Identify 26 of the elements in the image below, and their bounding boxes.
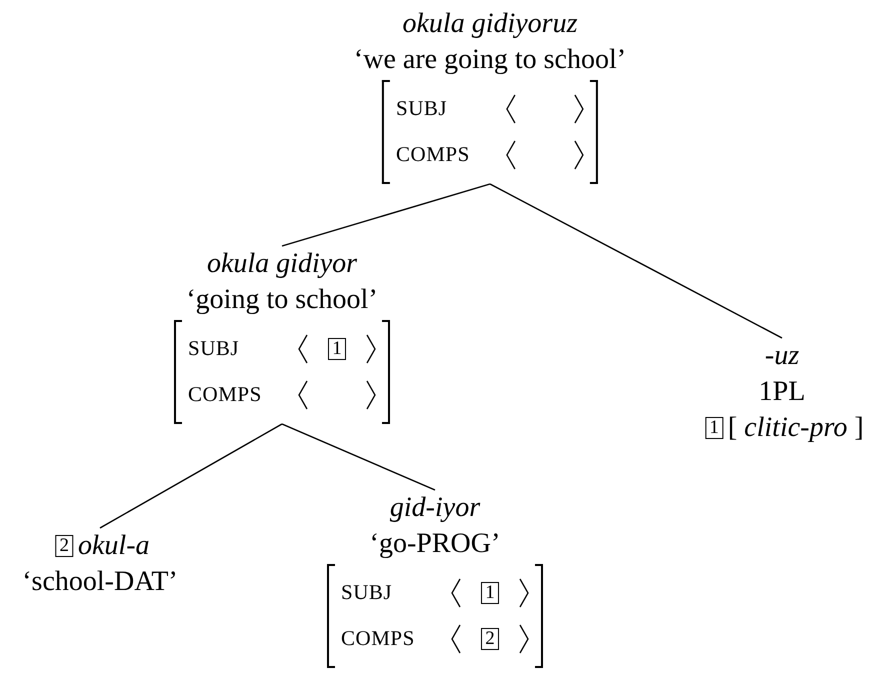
tree-branch bbox=[282, 423, 436, 491]
feature-name: COMPS bbox=[396, 141, 471, 168]
gloss-text: ‘go-PROG’ bbox=[370, 527, 500, 561]
boxed-tag: 1 bbox=[705, 417, 723, 439]
tree-branch bbox=[490, 183, 782, 339]
feature-name: SUBJ bbox=[396, 95, 448, 122]
gloss-text: [ clitic-pro ] bbox=[728, 411, 864, 445]
boxed-tag: 1 bbox=[328, 338, 346, 360]
boxed-tag: 2 bbox=[55, 535, 73, 557]
word-form: okula gidiyoruz bbox=[402, 7, 578, 41]
word-form: okula gidiyor bbox=[206, 247, 358, 281]
boxed-tag: 1 bbox=[481, 582, 499, 604]
boxed-tag: 2 bbox=[481, 628, 499, 650]
gloss-text: ‘we are going to school’ bbox=[354, 43, 626, 77]
feature-name: COMPS bbox=[341, 625, 416, 652]
feature-name: COMPS bbox=[188, 381, 263, 408]
word-form: -uz bbox=[764, 339, 800, 373]
feature-name: SUBJ bbox=[341, 579, 394, 606]
word-form: gid-iyor bbox=[390, 491, 480, 525]
feature-name: SUBJ bbox=[188, 335, 240, 362]
tree-branch bbox=[100, 423, 282, 529]
gloss-text: ‘school-DAT’ bbox=[22, 565, 178, 599]
word-form: okul-a bbox=[78, 529, 150, 563]
tree-branch bbox=[282, 183, 490, 247]
gloss-text: ‘going to school’ bbox=[186, 283, 378, 317]
gloss-text: 1PL bbox=[758, 375, 806, 409]
